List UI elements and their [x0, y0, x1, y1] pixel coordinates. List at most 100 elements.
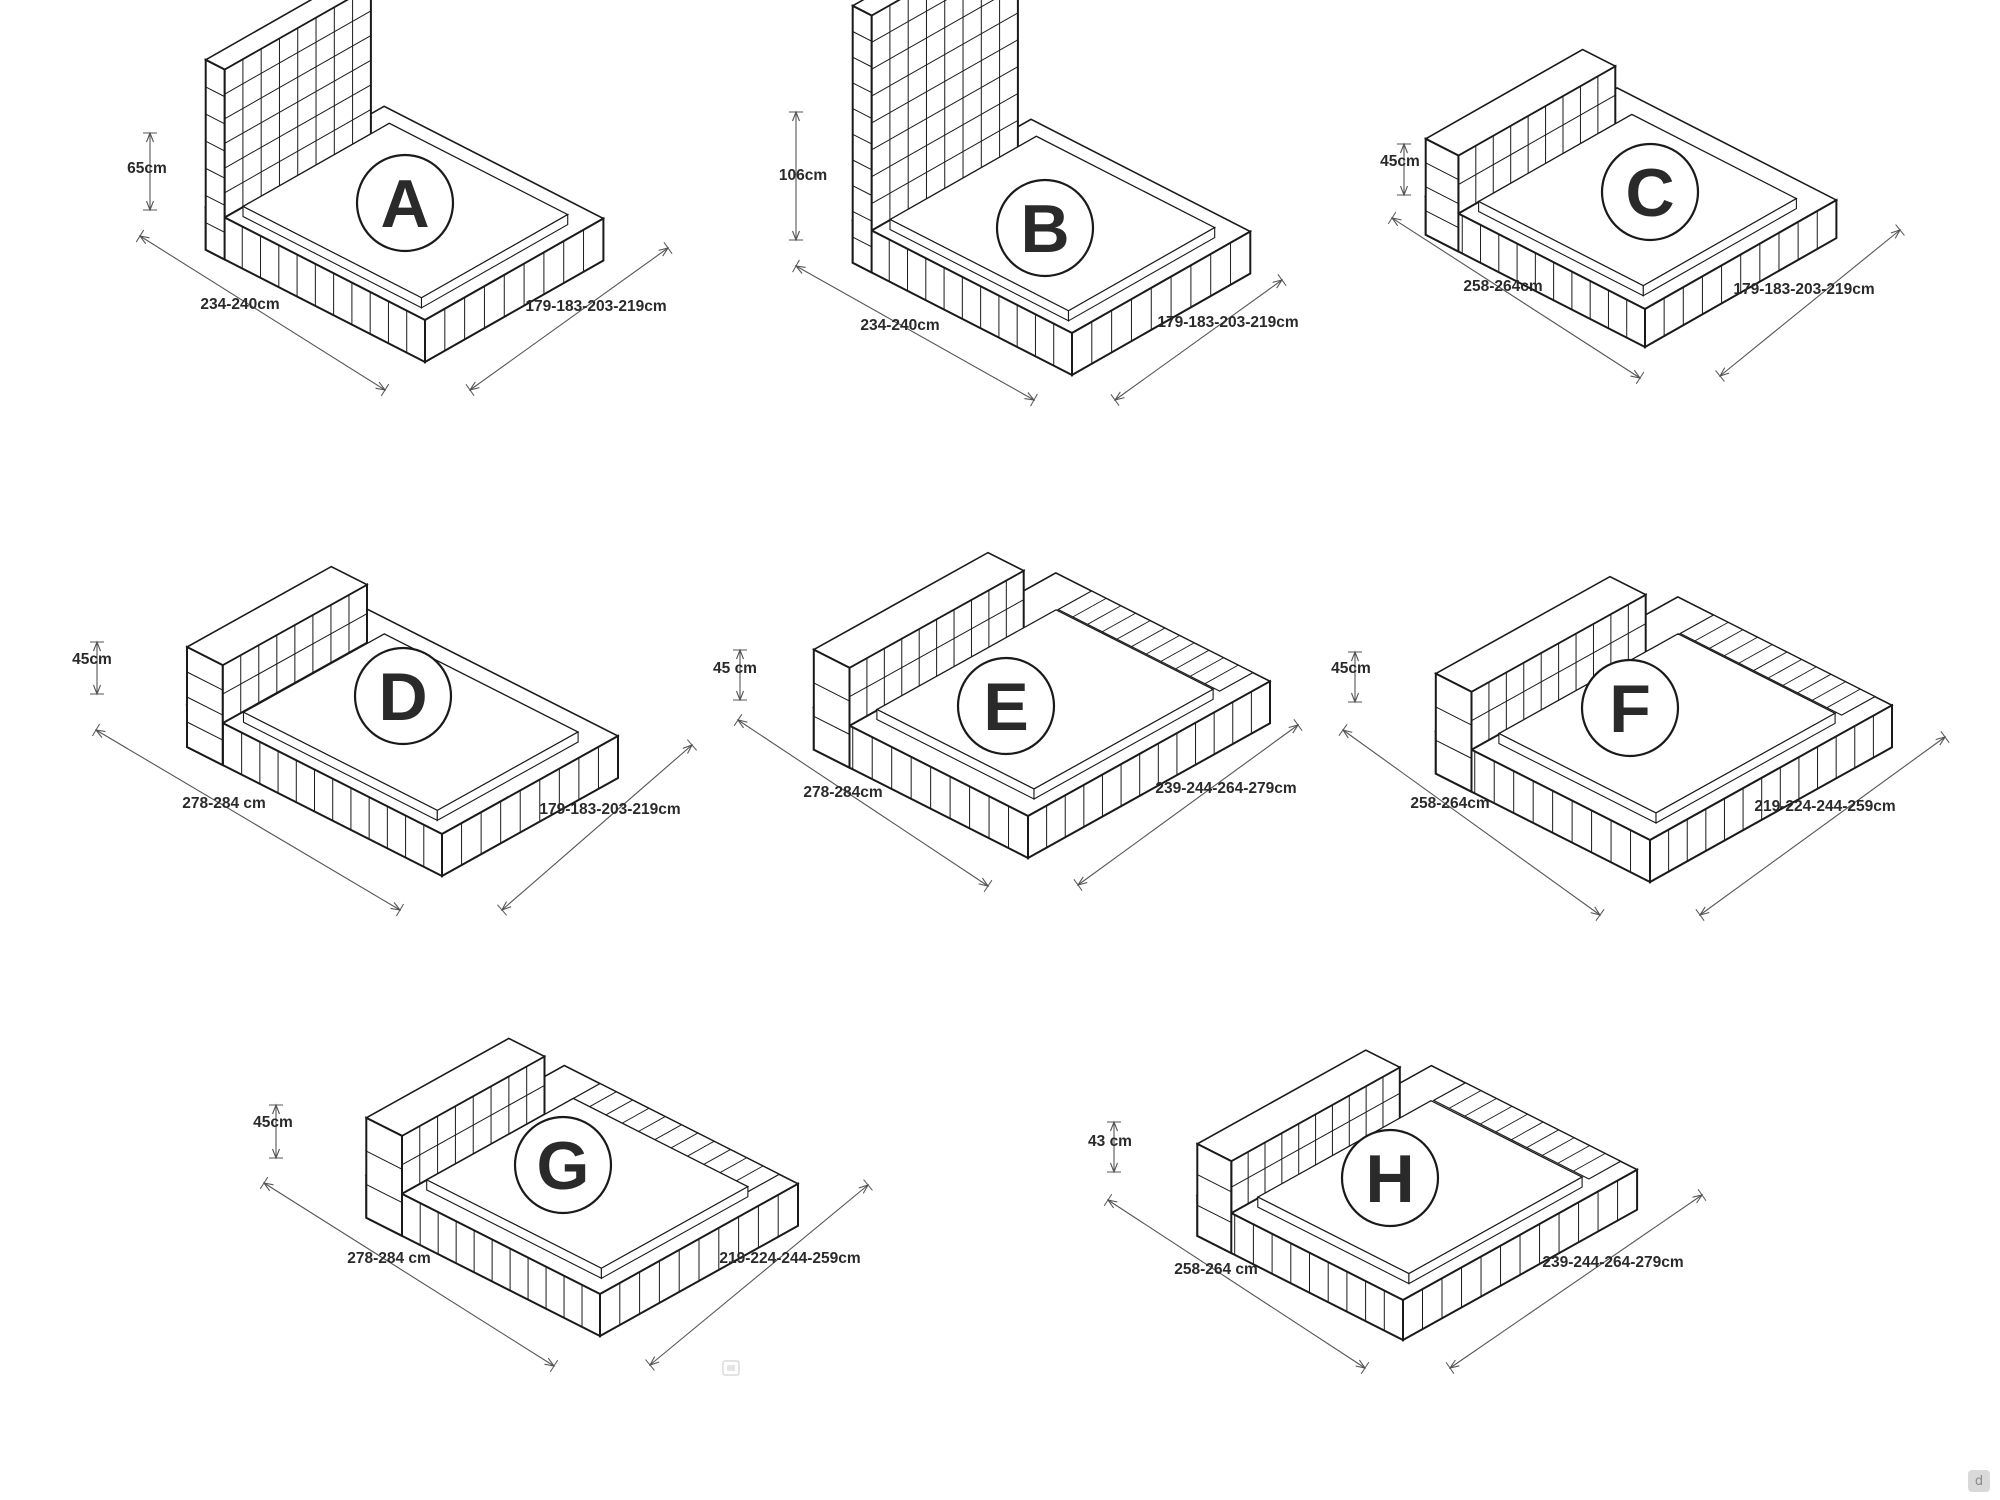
tile-line — [871, 39, 1019, 124]
configuration-letter: F — [1609, 671, 1651, 747]
tile-line — [1738, 644, 1773, 664]
configuration-badge — [1600, 142, 1700, 242]
tile-line — [366, 1150, 403, 1170]
tile-line — [205, 167, 225, 179]
tile-line — [1197, 1204, 1232, 1223]
configuration-letter: C — [1625, 155, 1674, 231]
mattress-side — [1655, 712, 1836, 824]
arrowhead — [262, 1182, 274, 1192]
tile-line — [1495, 1113, 1528, 1133]
tile-line — [186, 671, 223, 691]
tile-line — [224, 109, 372, 194]
tile-line — [205, 86, 225, 98]
tile-line — [1753, 651, 1788, 671]
extension-tick — [92, 723, 100, 737]
tile-line — [222, 613, 368, 695]
tile-line — [1573, 1153, 1606, 1172]
arrowhead — [390, 902, 402, 911]
extension-tick — [497, 904, 507, 916]
headboard-side — [365, 1116, 403, 1238]
extension-tick — [733, 713, 743, 727]
configuration-letter: E — [983, 669, 1028, 745]
width-dimension-line — [1699, 736, 1946, 916]
arrowhead — [1355, 1359, 1367, 1369]
length-dimension-line — [139, 235, 386, 391]
tile-line — [1435, 706, 1472, 726]
tile-line — [871, 0, 995, 70]
tile-line — [1116, 620, 1151, 640]
extension-tick — [1895, 224, 1905, 236]
tile-line — [852, 185, 872, 196]
tile-line — [871, 119, 1019, 205]
extension-tick — [792, 259, 800, 273]
tile-line — [849, 599, 1024, 698]
arrowhead — [1106, 1199, 1118, 1209]
arrowhead — [1590, 906, 1602, 916]
arrowhead — [1448, 1359, 1460, 1369]
length-label: 258-264cm — [1410, 795, 1489, 812]
tile-line — [1449, 1090, 1482, 1109]
width-label: 179-183-203-219cm — [1157, 314, 1298, 331]
width-label: 219-224-244-259cm — [719, 1250, 860, 1267]
tile-line — [1204, 664, 1239, 685]
configuration-badge — [956, 656, 1056, 756]
tile-line — [1131, 627, 1166, 647]
length-dimension-line — [795, 265, 1035, 401]
height-label: 106cm — [779, 167, 827, 184]
tile-line — [1146, 635, 1180, 655]
width-dimension-line — [469, 247, 669, 391]
configuration-letter: G — [537, 1128, 590, 1204]
tile-line — [852, 159, 872, 171]
arrowhead — [1390, 217, 1402, 227]
extension-tick — [1445, 1361, 1455, 1375]
length-dimension-line — [95, 729, 401, 911]
tile-line — [852, 133, 872, 145]
arrowhead — [375, 381, 387, 391]
tile-line — [1425, 162, 1459, 180]
configuration-badge — [353, 646, 453, 746]
height-label: 45cm — [1331, 660, 1371, 677]
arrowhead — [1692, 1194, 1704, 1204]
length-label: 278-284 cm — [347, 1250, 431, 1267]
extension-tick — [1635, 371, 1645, 385]
base-side-face — [1649, 703, 1893, 884]
mattress-side — [600, 1185, 749, 1280]
height-label: 45 cm — [713, 660, 757, 677]
tile-line — [1542, 1137, 1575, 1156]
tile-line — [852, 236, 872, 248]
arrowhead — [138, 235, 150, 245]
extension-tick — [1293, 719, 1303, 731]
arrowhead — [94, 729, 106, 738]
tile-line — [1480, 1105, 1513, 1125]
extension-tick — [1940, 731, 1950, 743]
side-rail — [1056, 590, 1255, 692]
tile-line — [852, 56, 872, 68]
tile-line — [852, 31, 872, 42]
extension-tick — [863, 1179, 873, 1191]
width-dimension-line — [1077, 724, 1299, 886]
length-dimension-line — [1107, 1199, 1366, 1369]
arrowhead — [1630, 369, 1642, 379]
arrowhead — [978, 877, 990, 887]
tile-line — [205, 140, 225, 152]
width-label: 179-183-203-219cm — [539, 801, 680, 818]
tile-line — [1694, 621, 1729, 642]
length-dimension-line — [737, 719, 989, 887]
length-label: 278-284cm — [803, 784, 882, 801]
arrowhead — [1024, 392, 1036, 401]
configuration-badge — [1340, 1128, 1440, 1228]
tile-line — [1471, 623, 1646, 722]
tile-line — [1458, 94, 1616, 185]
tile-line — [813, 682, 850, 702]
extension-tick — [396, 903, 404, 917]
tile-line — [401, 1084, 545, 1166]
tile-line — [1826, 688, 1861, 709]
extension-tick — [135, 229, 145, 243]
headboard-side — [812, 647, 851, 770]
extension-tick — [983, 879, 993, 893]
